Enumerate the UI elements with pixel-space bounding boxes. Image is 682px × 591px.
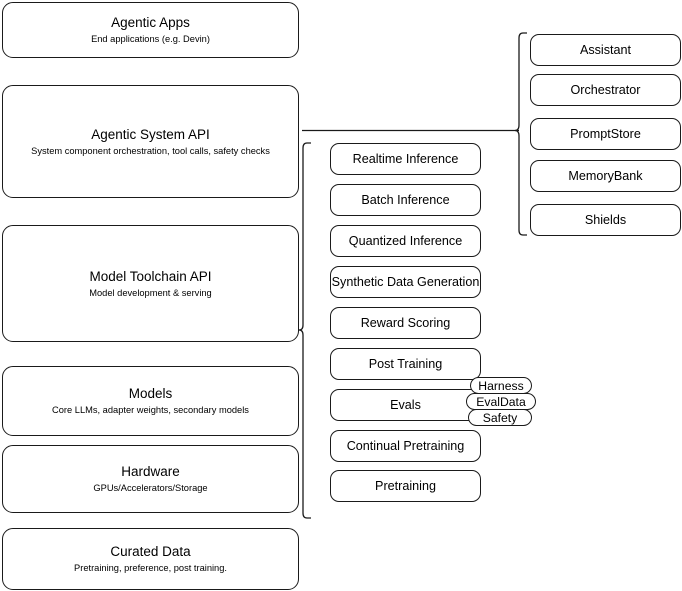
system-item-assistant[interactable]: Assistant [530, 34, 681, 66]
toolchain-item-evals[interactable]: Evals [330, 389, 481, 421]
layer-subtitle: End applications (e.g. Devin) [91, 34, 210, 44]
eval-pill-harness[interactable]: Harness [470, 377, 532, 394]
system-item-label: MemoryBank [568, 168, 643, 183]
toolchain-item-realtime-inference[interactable]: Realtime Inference [330, 143, 481, 175]
layer-hardware[interactable]: Hardware GPUs/Accelerators/Storage [2, 445, 299, 513]
toolchain-item-label: Evals [390, 397, 421, 412]
system-item-label: Assistant [579, 42, 632, 57]
toolchain-item-synthetic-data-generation[interactable]: Synthetic Data Generation [330, 266, 481, 298]
system-item-label: Shields [584, 212, 627, 227]
layer-agentic-apps[interactable]: Agentic Apps End applications (e.g. Devi… [2, 2, 299, 58]
system-item-shields[interactable]: Shields [530, 204, 681, 236]
toolchain-item-label: Synthetic Data Generation [331, 274, 480, 289]
layer-model-toolchain-api[interactable]: Model Toolchain API Model development & … [2, 225, 299, 342]
system-item-memorybank[interactable]: MemoryBank [530, 160, 681, 192]
toolchain-item-label: Continual Pretraining [346, 438, 465, 453]
toolchain-item-label: Pretraining [375, 478, 436, 493]
toolchain-item-label: Reward Scoring [360, 315, 451, 330]
eval-pill-evaldata[interactable]: EvalData [466, 393, 536, 410]
layer-subtitle: Pretraining, preference, post training. [74, 563, 227, 573]
layer-title: Curated Data [110, 544, 191, 559]
toolchain-item-quantized-inference[interactable]: Quantized Inference [330, 225, 481, 257]
toolchain-item-batch-inference[interactable]: Batch Inference [330, 184, 481, 216]
layer-subtitle: GPUs/Accelerators/Storage [93, 483, 208, 493]
system-item-promptstore[interactable]: PromptStore [530, 118, 681, 150]
layer-models[interactable]: Models Core LLMs, adapter weights, secon… [2, 366, 299, 436]
eval-pill-safety[interactable]: Safety [468, 409, 532, 426]
toolchain-item-post-training[interactable]: Post Training [330, 348, 481, 380]
system-item-orchestrator[interactable]: Orchestrator [530, 74, 681, 106]
layer-subtitle: Core LLMs, adapter weights, secondary mo… [52, 405, 249, 415]
brace-system-components [514, 32, 527, 236]
layer-title: Models [128, 386, 173, 401]
layer-agentic-system-api[interactable]: Agentic System API System component orch… [2, 85, 299, 198]
toolchain-item-label: Post Training [368, 356, 443, 371]
brace-toolchain-components [298, 142, 311, 519]
layer-title: Agentic Apps [111, 15, 190, 30]
toolchain-item-continual-pretraining[interactable]: Continual Pretraining [330, 430, 481, 462]
system-item-label: PromptStore [570, 126, 641, 141]
layer-title: Agentic System API [91, 126, 210, 142]
toolchain-item-pretraining[interactable]: Pretraining [330, 470, 481, 502]
layer-curated-data[interactable]: Curated Data Pretraining, preference, po… [2, 528, 299, 590]
layer-title: Hardware [121, 464, 180, 479]
toolchain-item-label: Batch Inference [361, 192, 450, 207]
layer-subtitle: System component orchestration, tool cal… [31, 145, 270, 156]
toolchain-item-label: Quantized Inference [348, 233, 463, 248]
system-item-label: Orchestrator [570, 82, 641, 97]
toolchain-item-reward-scoring[interactable]: Reward Scoring [330, 307, 481, 339]
layer-title: Model Toolchain API [89, 268, 212, 284]
layer-subtitle: Model development & serving [89, 287, 212, 298]
toolchain-item-label: Realtime Inference [352, 151, 459, 166]
